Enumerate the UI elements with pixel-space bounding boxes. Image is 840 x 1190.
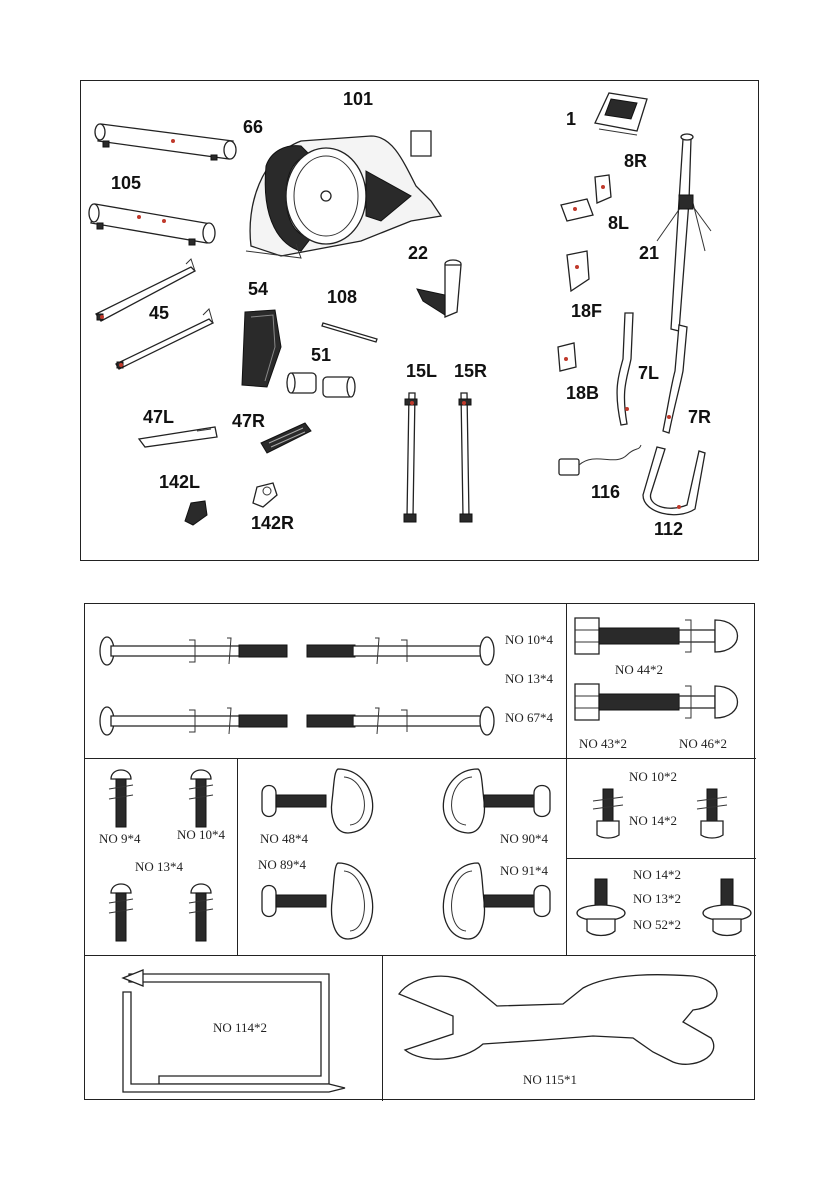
axle-rod-drawing: [321, 319, 381, 343]
wrench-cell: NO 115*1: [383, 956, 756, 1101]
washer-screw-icon: [701, 875, 753, 945]
screw-icon: [697, 787, 727, 839]
screw-icon: [109, 767, 133, 829]
knob-bolt-icon: [258, 765, 388, 835]
hardware-label: NO 114*2: [213, 1020, 267, 1036]
hardware-label: NO 10*4: [505, 632, 553, 648]
bracket-left-drawing: [557, 195, 597, 225]
long-bolt-icon: [99, 634, 289, 668]
handlebar-left-drawing: [607, 309, 641, 429]
allen-key-cell: NO 114*2: [85, 956, 383, 1101]
screw-set-a-cell: NO 10*2 NO 14*2: [567, 759, 756, 859]
front-stabilizer-drawing: [89, 199, 219, 247]
lower-swing-arm-right-drawing: [453, 389, 477, 529]
hardware-label: NO 90*4: [500, 831, 548, 847]
hardware-label: NO 115*1: [523, 1072, 577, 1088]
power-adapter-drawing: [555, 441, 645, 483]
part-label-54: 54: [248, 279, 268, 300]
part-label-112: 112: [654, 519, 683, 540]
hex-bolt-icon: [573, 680, 749, 724]
knob-bolts-cell: NO 48*4 NO 90*4 NO 89*4 NO 91*4: [238, 759, 567, 956]
part-label-15R: 15R: [454, 361, 487, 382]
hardware-label: NO 14*2: [629, 813, 677, 829]
hex-bolt-icon: [573, 614, 749, 658]
hardware-label: NO 13*4: [135, 859, 183, 875]
small-screws-cell: NO 9*4 NO 10*4 NO 13*4: [85, 759, 238, 956]
long-bolt-icon: [99, 704, 289, 738]
long-bolt-icon: [305, 704, 495, 738]
part-label-7L: 7L: [638, 363, 659, 384]
part-label-116: 116: [591, 482, 620, 503]
upright-post-drawing: [649, 131, 719, 336]
fixed-handlebar-drawing: [637, 443, 707, 523]
part-label-142L: 142L: [159, 472, 200, 493]
hardware-label: NO 14*2: [633, 867, 681, 883]
part-label-105: 105: [111, 173, 141, 194]
hardware-label: NO 52*2: [633, 917, 681, 933]
part-label-1: 1: [566, 109, 576, 130]
hardware-label: NO 13*2: [633, 891, 681, 907]
hardware-label: NO 9*4: [99, 831, 141, 847]
part-label-18F: 18F: [571, 301, 602, 322]
part-label-47L: 47L: [143, 407, 174, 428]
screw-icon: [189, 881, 213, 943]
rear-stabilizer-drawing: [93, 119, 243, 161]
hardware-label: NO 67*4: [505, 710, 553, 726]
bracket-drawing: [415, 257, 465, 319]
part-label-108: 108: [327, 287, 357, 308]
lower-swing-arm-left-drawing: [399, 389, 423, 529]
hardware-label: NO 43*2: [579, 736, 627, 752]
part-label-22: 22: [408, 243, 428, 264]
hardware-label: NO 10*2: [629, 769, 677, 785]
hardware-label: NO 48*4: [260, 831, 308, 847]
hex-bolts-cell: NO 44*2 NO 43*2 NO 46*2: [567, 604, 756, 759]
knob-bolt-icon: [428, 859, 558, 941]
hardware-panel: NO 10*4 NO 13*4 NO 67*4 NO 44*2 NO 43*2 …: [84, 603, 755, 1100]
hardware-label: NO 46*2: [679, 736, 727, 752]
hardware-label: NO 44*2: [615, 662, 663, 678]
bushing-drawing: [283, 367, 363, 403]
part-label-18B: 18B: [566, 383, 599, 404]
part-label-101: 101: [343, 89, 373, 110]
front-cover-drawing: [563, 249, 593, 295]
part-label-7R: 7R: [688, 407, 711, 428]
part-label-8R: 8R: [624, 151, 647, 172]
part-label-45: 45: [149, 303, 169, 324]
hardware-label: NO 13*4: [505, 671, 553, 687]
knob-bolt-icon: [258, 859, 388, 941]
console-drawing: [589, 89, 651, 139]
screw-set-b-cell: NO 14*2 NO 13*2 NO 52*2: [567, 859, 756, 956]
side-cover-drawing: [237, 307, 287, 391]
long-bolt-icon: [305, 634, 495, 668]
part-label-51: 51: [311, 345, 331, 366]
screw-icon: [189, 767, 213, 829]
part-label-66: 66: [243, 117, 263, 138]
part-label-21: 21: [639, 243, 659, 264]
parts-diagram-panel: 101 66 105 45 54 108 51: [80, 80, 759, 561]
screw-icon: [109, 881, 133, 943]
right-pedal-drawing: [257, 421, 313, 455]
part-label-142R: 142R: [251, 513, 294, 534]
long-bolts-cell: NO 10*4 NO 13*4 NO 67*4: [85, 604, 567, 759]
screw-icon: [593, 787, 623, 839]
knob-bolt-icon: [428, 765, 558, 835]
washer-screw-icon: [575, 875, 627, 945]
part-label-15L: 15L: [406, 361, 437, 382]
wrench-icon: [393, 966, 729, 1076]
right-end-cap-drawing: [249, 479, 281, 509]
part-label-8L: 8L: [608, 213, 629, 234]
back-cover-drawing: [554, 341, 584, 375]
hardware-label: NO 10*4: [177, 827, 225, 843]
left-end-cap-drawing: [181, 497, 211, 527]
part-label-47R: 47R: [232, 411, 265, 432]
